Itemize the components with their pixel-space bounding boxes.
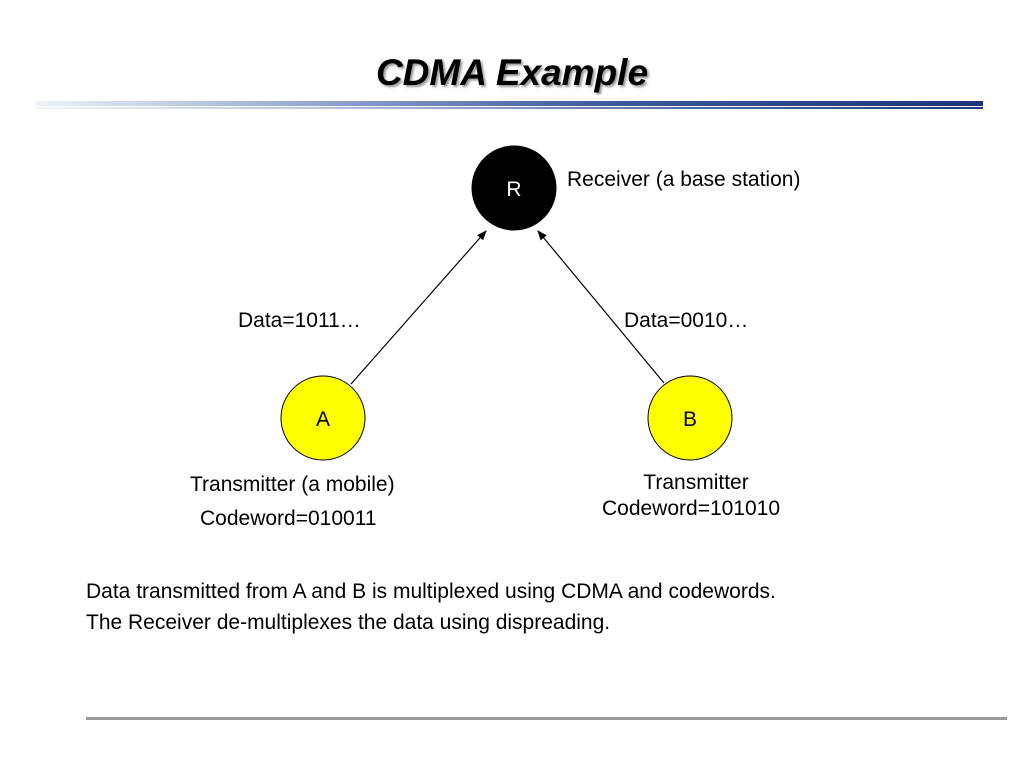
- transmitter-b-letter: B: [683, 408, 697, 431]
- receiver-node: [471, 145, 557, 231]
- slide-caption: Data transmitted from A and B is multipl…: [86, 576, 776, 638]
- edge-b-to-r: [537, 230, 665, 384]
- slide-title: CDMA Example: [375, 52, 649, 93]
- footer-divider: [86, 717, 1007, 720]
- transmitter-a-label: Transmitter (a mobile): [190, 473, 395, 496]
- caption-line-1: Data transmitted from A and B is multipl…: [86, 580, 776, 603]
- transmitter-b-node: [647, 375, 733, 461]
- edge-b-data-label: Data=0010…: [624, 309, 749, 332]
- edge-a-to-r: [350, 230, 487, 385]
- caption-line-2: The Receiver de-multiplexes the data usi…: [86, 611, 611, 634]
- edge-a-data-label: Data=1011…: [238, 309, 361, 332]
- transmitter-a-node: [280, 375, 366, 461]
- title-divider: [35, 101, 983, 111]
- transmitter-b-codeword: Codeword=101010: [601, 497, 781, 520]
- receiver-label: Receiver (a base station): [567, 168, 801, 191]
- transmitter-a-codeword: Codeword=010011: [200, 507, 377, 530]
- receiver-node-letter: R: [506, 178, 521, 201]
- transmitter-b-label: Transmitter: [643, 471, 749, 494]
- transmitter-a-letter: A: [316, 408, 330, 431]
